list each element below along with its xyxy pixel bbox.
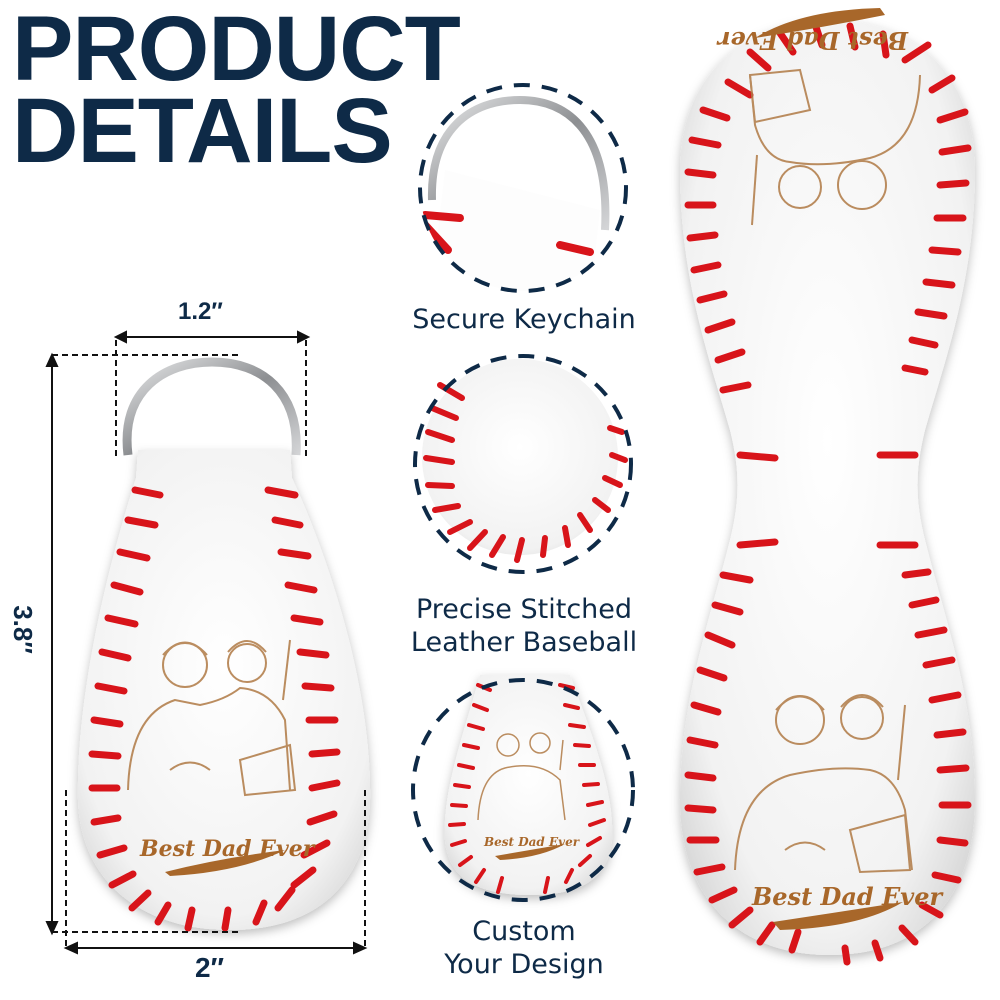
- engraved-portrait: [127, 639, 297, 797]
- feature-caption-custom-design: Custom Your Design: [384, 915, 664, 981]
- feature-label-line2: Your Design: [444, 949, 604, 980]
- feature-label-line2: Leather Baseball: [410, 627, 638, 658]
- feature-label: Secure Keychain: [412, 304, 636, 335]
- dimension-ring-width: 1.2″: [178, 298, 223, 325]
- dimension-height: 3.8″: [7, 605, 38, 654]
- dimension-base-width: 2″: [195, 952, 224, 983]
- feature-label-line1: Custom: [472, 916, 576, 947]
- keyring-icon: [122, 357, 301, 456]
- keyring-icon: [427, 95, 610, 231]
- engraving-text: Best Dad Ever: [139, 836, 316, 862]
- title-line-2: DETAILS: [12, 80, 393, 182]
- left-keychain: Best Dad Ever: [77, 357, 371, 932]
- engraved-portrait: [734, 694, 913, 874]
- detail-circle-keychain: [418, 83, 628, 293]
- dimension-guides: [45, 330, 368, 955]
- engraving-text-small: Best Dad Ever: [483, 835, 581, 849]
- engraving-text-bottom: Best Dad Ever: [751, 882, 945, 911]
- title-line-1: PRODUCT: [12, 0, 461, 100]
- detail-circle-custom-design: Best Dad Ever: [411, 675, 635, 902]
- page-title: PRODUCT DETAILS: [12, 0, 461, 182]
- feature-caption-keychain: Secure Keychain: [384, 303, 664, 336]
- engraving-text-top: Best Dad Ever: [715, 26, 909, 55]
- right-unfolded-keychain: Best Dad Ever Best Dad Ever: [680, 8, 975, 966]
- detail-circle-stitching: [413, 354, 633, 574]
- feature-caption-stitching: Precise Stitched Leather Baseball: [384, 593, 664, 659]
- feature-label-line1: Precise Stitched: [415, 594, 633, 625]
